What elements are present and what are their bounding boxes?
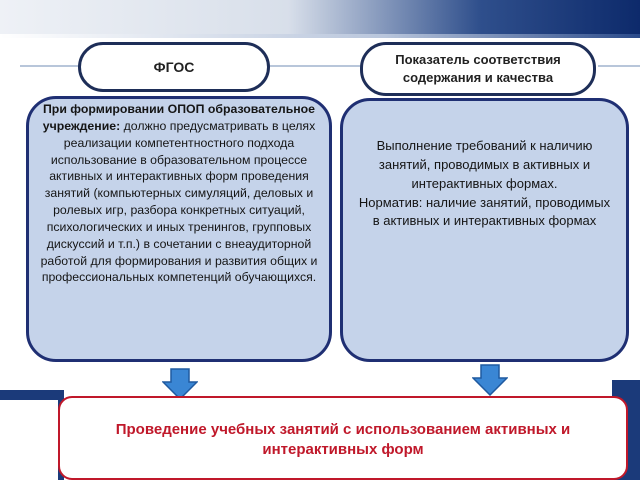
fgos-requirements-text: При формировании ОПОП образовательное уч… [39, 101, 319, 286]
result-box: Проведение учебных занятий с использован… [58, 396, 628, 480]
header-decoration [0, 0, 640, 34]
indicator-header: Показатель соответствия содержания и кач… [360, 42, 596, 96]
connector-line-left [20, 65, 80, 67]
indicator-panel: Выполнение требований к наличию занятий,… [340, 98, 629, 362]
down-arrow-icon [472, 364, 508, 396]
fgos-requirements-body: должно предусматривать в целях реализаци… [40, 118, 318, 285]
fgos-requirements-panel: При формировании ОПОП образовательное уч… [26, 96, 332, 362]
indicator-norm-text: Норматив: наличие занятий, проводимых в … [358, 194, 611, 229]
indicator-requirement-text: Выполнение требований к наличию занятий,… [376, 138, 593, 191]
fgos-requirements-lead: При формировании ОПОП образовательное уч… [42, 102, 316, 133]
fgos-header-label: ФГОС [153, 59, 195, 75]
down-arrow-icon [162, 368, 198, 400]
header-stripe [0, 34, 640, 38]
fgos-header: ФГОС [78, 42, 270, 92]
connector-line-right [598, 65, 640, 67]
result-text: Проведение учебных занятий с использован… [115, 420, 571, 458]
connector-line-middle [268, 65, 360, 67]
corner-decoration-left-inner [0, 400, 58, 480]
indicator-header-label: Показатель соответствия содержания и кач… [395, 52, 561, 85]
